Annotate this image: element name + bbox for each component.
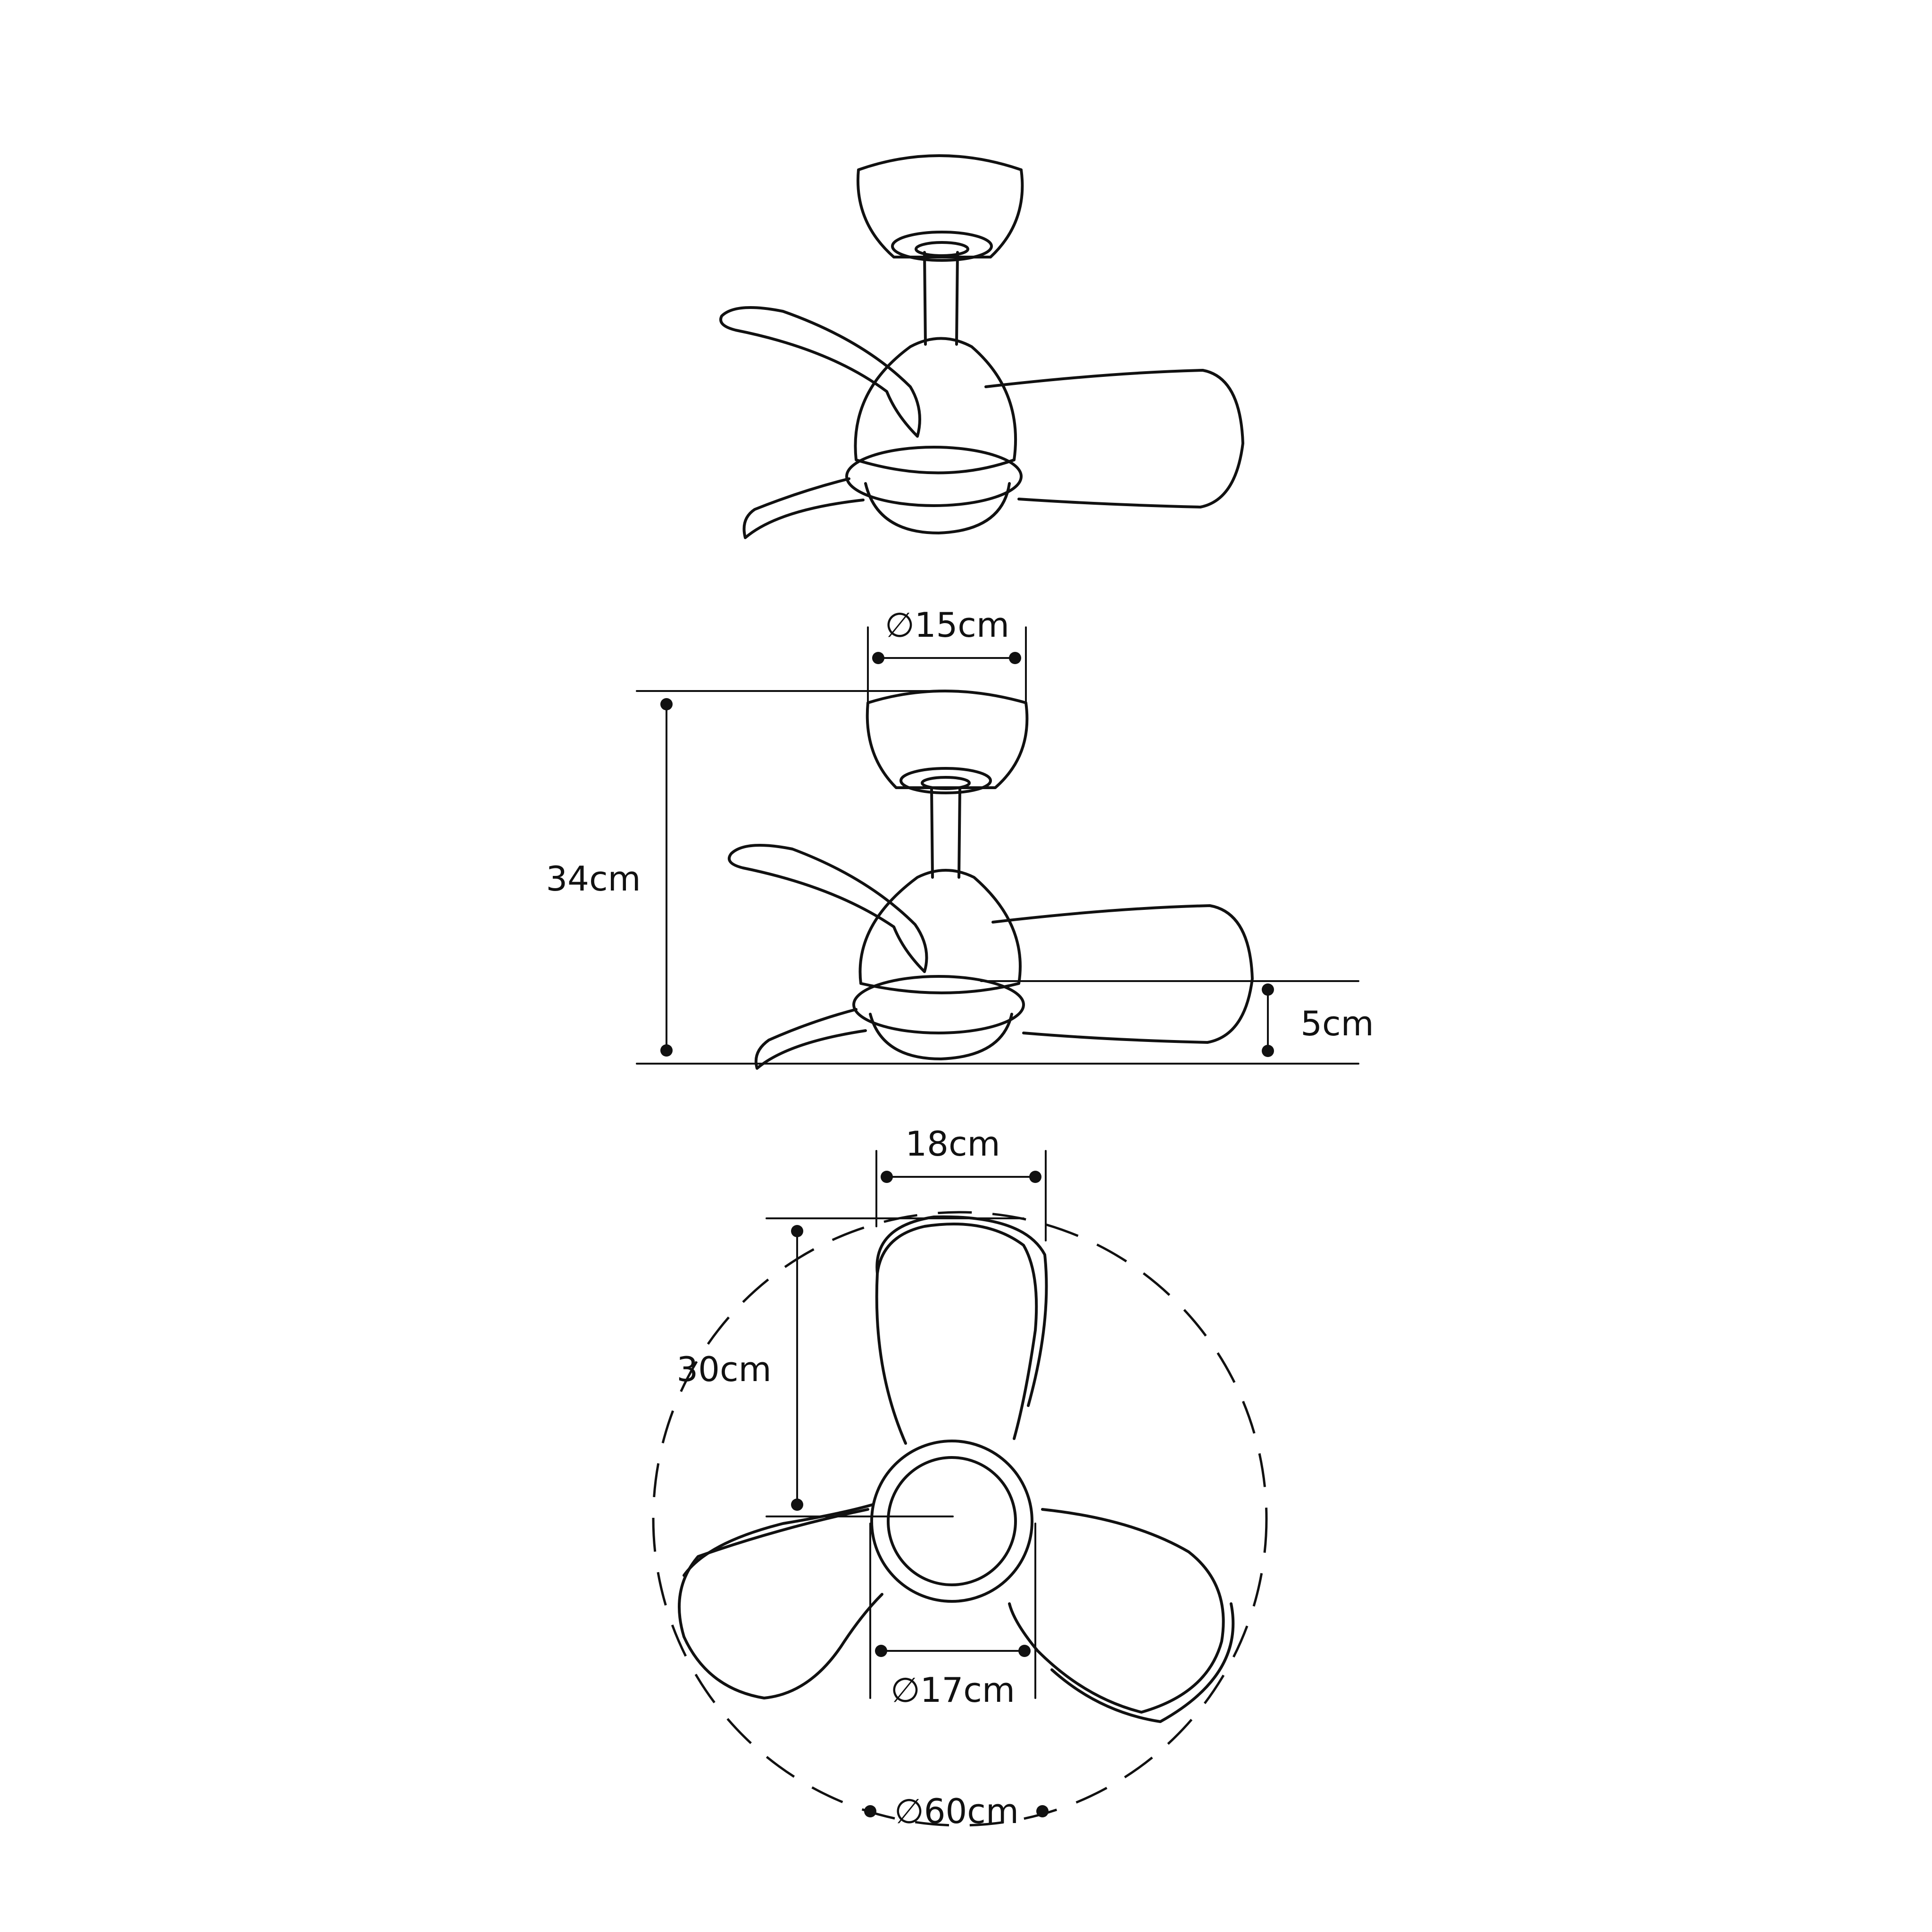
- downrod: [923, 251, 959, 346]
- total-height-dimension: 34cm: [546, 690, 1359, 1065]
- fan-perspective-view: [719, 154, 1244, 539]
- blade-right: [984, 369, 1244, 508]
- motor-hub: [870, 1440, 1033, 1603]
- blade-right: [1008, 1508, 1225, 1714]
- motor-housing: [858, 869, 1022, 994]
- canopy: [857, 154, 1024, 258]
- blade-sweep-circle: [652, 1211, 1268, 1827]
- blade-width-label: 18cm: [905, 1124, 1000, 1164]
- light-diameter-dimension: ∅17cm: [869, 1523, 1036, 1710]
- blade-left-lower: [742, 477, 865, 539]
- fan-diameter-dimension: ∅60cm: [864, 1791, 1049, 1831]
- light-diameter-label: ∅17cm: [891, 1670, 1015, 1710]
- light-cover: [887, 1456, 1017, 1586]
- light-ring: [852, 975, 1025, 1034]
- downrod: [930, 786, 961, 879]
- canopy-diameter-dimension: ∅15cm: [867, 605, 1027, 704]
- blade-left-lower: [754, 1008, 867, 1070]
- blade-length-dimension: 30cm: [676, 1217, 1024, 1517]
- light-cover: [864, 482, 1011, 534]
- light-height-label: 5cm: [1300, 1004, 1374, 1043]
- total-height-label: 34cm: [546, 859, 641, 899]
- canopy-base: [891, 231, 993, 262]
- blade-left-upper: [727, 844, 928, 973]
- blade-left: [678, 1508, 883, 1699]
- fan-side-view: ∅15cm 34cm 5cm: [546, 605, 1374, 1070]
- light-cover: [869, 1013, 1013, 1060]
- blade-top: [875, 1223, 1038, 1445]
- motor-housing: [854, 337, 1017, 475]
- blade-left-upper: [719, 306, 921, 438]
- fan-diameter-label: ∅60cm: [894, 1791, 1019, 1831]
- canopy-diameter-label: ∅15cm: [885, 605, 1009, 645]
- blade-width-dimension: 18cm: [875, 1124, 1047, 1241]
- light-height-dimension: 5cm: [980, 980, 1374, 1057]
- blade-length-label: 30cm: [676, 1349, 771, 1389]
- fan-bottom-view: 18cm 30cm ∅17cm ∅60cm: [652, 1124, 1268, 1831]
- blade-right: [991, 904, 1254, 1044]
- canopy: [866, 690, 1029, 789]
- light-ring: [845, 446, 1023, 507]
